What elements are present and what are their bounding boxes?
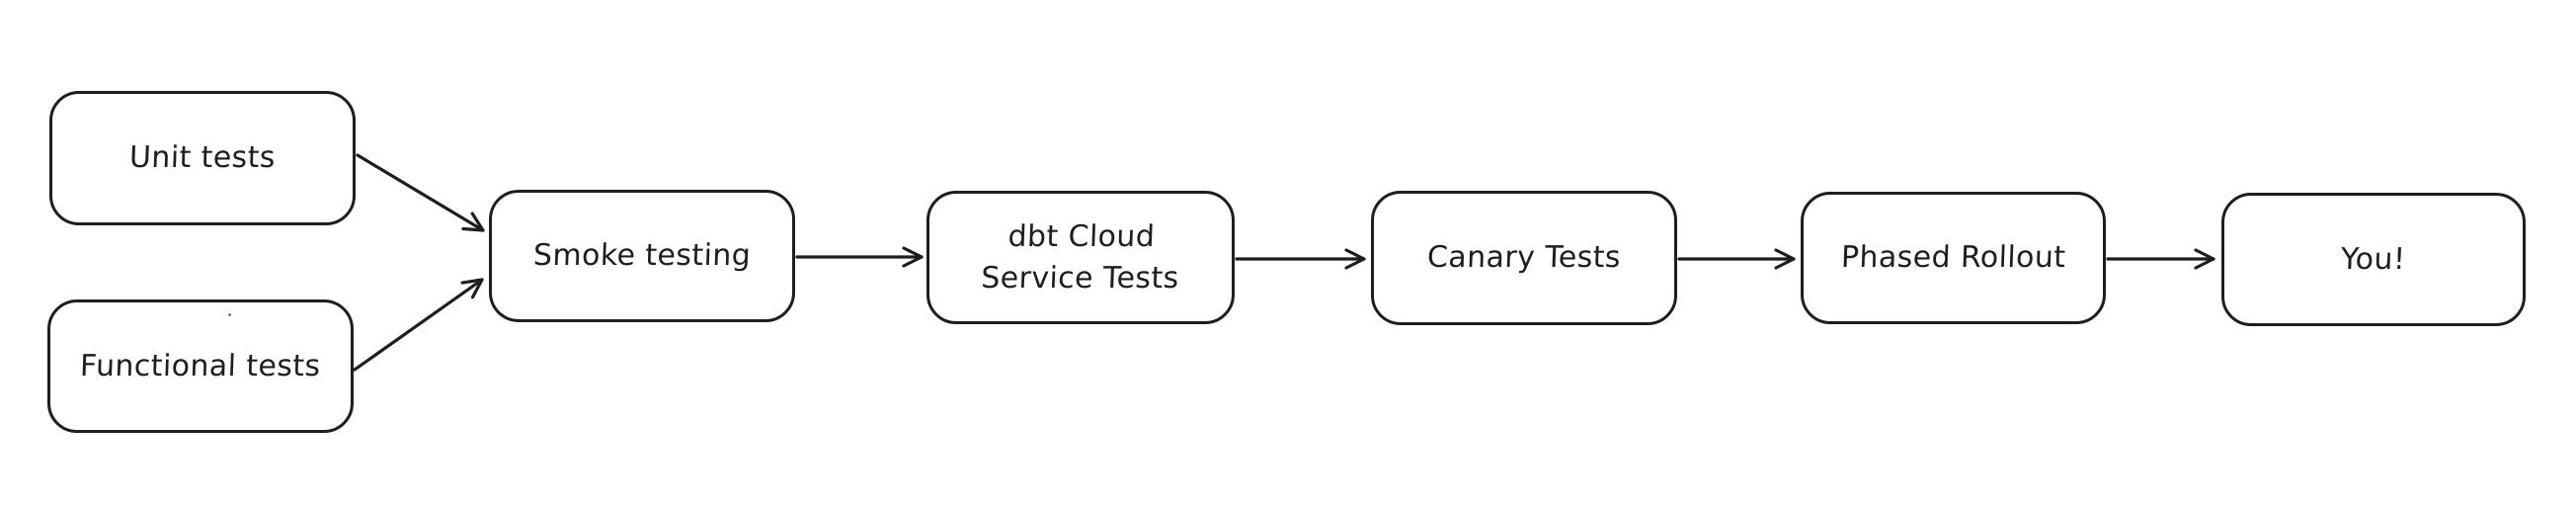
node-label: Smoke testing [532,238,752,273]
node-dbt-cloud-service-tests: dbt Cloud Service Tests [926,191,1235,324]
arrow-unit-tests-to-smoke-testing [356,153,485,232]
node-label: dbt Cloud Service Tests [980,218,1180,296]
node-label: Canary Tests [1426,240,1622,275]
node-functional-tests: Functional tests [47,299,354,433]
node-unit-tests: Unit tests [49,91,356,225]
node-label: Unit tests [128,140,277,175]
node-label: Phased Rollout [1840,240,2066,275]
red-dot-artifact [228,313,231,316]
node-label: Functional tests [79,348,322,383]
node-canary-tests: Canary Tests [1371,191,1677,325]
node-phased-rollout: Phased Rollout [1801,192,2106,324]
node-smoke-testing: Smoke testing [489,190,795,322]
node-you: You! [2221,193,2526,326]
arrow-functional-tests-to-smoke-testing [353,278,484,372]
node-label: You! [2340,241,2407,277]
